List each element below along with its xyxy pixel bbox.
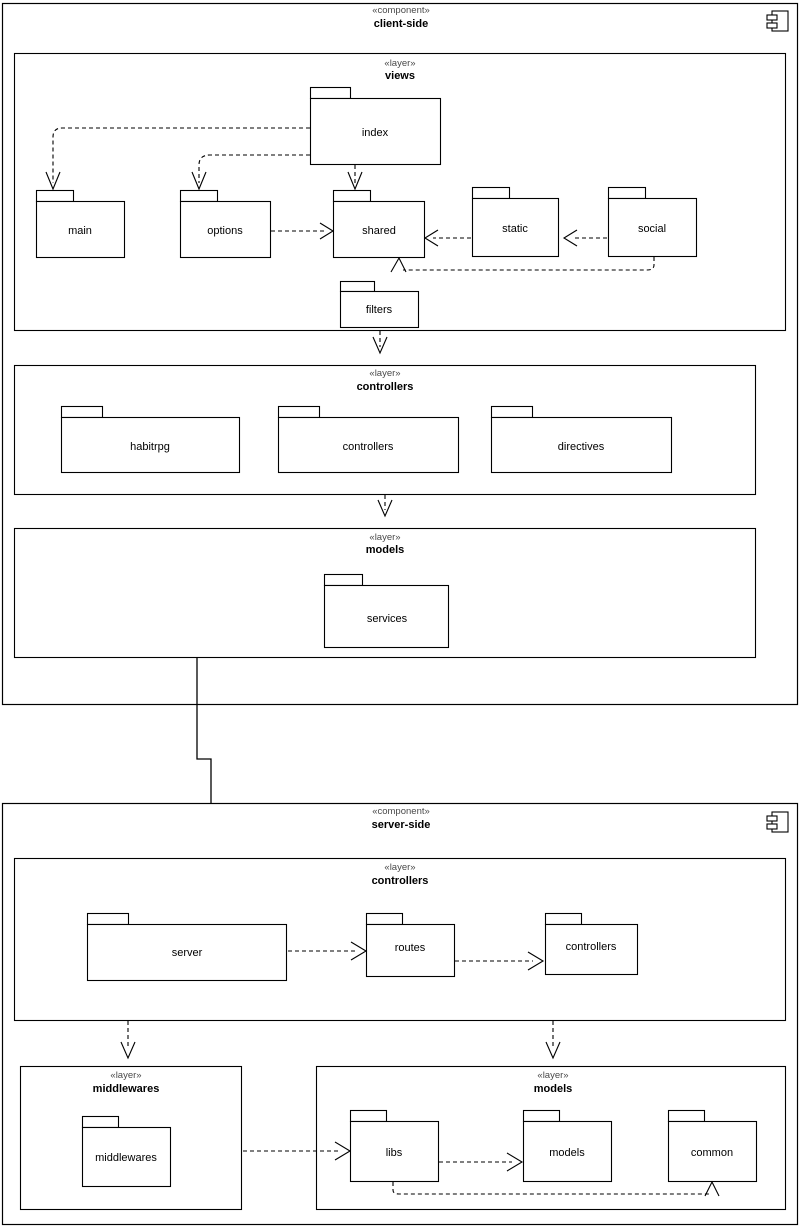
package-services-label: services <box>367 613 408 625</box>
package-social[interactable]: social <box>607 186 698 258</box>
package-middlewares-label: middlewares <box>95 1152 157 1164</box>
dependency-controllers-to-models <box>377 495 393 518</box>
layer-client-models-title: models <box>366 544 405 556</box>
package-habitrpg[interactable]: habitrpg <box>60 405 241 474</box>
layer-client-views-title: views <box>385 70 415 82</box>
dependency-static-to-shared <box>423 229 471 247</box>
layer-client-controllers-title: controllers <box>357 381 414 393</box>
component-client-side-stereotype: «component» <box>372 5 430 16</box>
layer-client-controllers-stereotype: «layer» <box>369 368 400 379</box>
component-client-side-title: client-side <box>374 18 428 30</box>
package-server-controllers-label: controllers <box>566 941 617 953</box>
component-server-side-stereotype: «component» <box>372 806 430 817</box>
layer-client-views[interactable]: «layer» views <box>13 52 787 332</box>
dependency-middlewares-to-libs <box>243 1141 352 1161</box>
dependency-social-to-shared <box>562 229 607 247</box>
dependency-index-to-shared <box>347 165 363 191</box>
dependency-libs-to-common <box>392 1180 720 1197</box>
dependency-server-controllers-to-models <box>545 1021 561 1060</box>
dependency-routes-to-controllers <box>455 951 545 971</box>
package-filters[interactable]: filters <box>339 280 420 329</box>
package-routes-label: routes <box>395 942 426 954</box>
dependency-server-controllers-to-middlewares <box>120 1021 136 1060</box>
package-shared[interactable]: shared <box>332 189 426 259</box>
package-directives[interactable]: directives <box>490 405 673 474</box>
package-index[interactable]: index <box>309 86 442 166</box>
package-server[interactable]: server <box>86 912 288 982</box>
package-filters-label: filters <box>366 304 393 316</box>
component-icon <box>766 10 789 32</box>
layer-server-middlewares-stereotype: «layer» <box>110 1070 141 1081</box>
layer-client-views-stereotype: «layer» <box>384 58 415 69</box>
dependency-index-to-main <box>45 127 310 191</box>
component-server-side-title: server-side <box>372 819 431 831</box>
package-client-controllers-label: controllers <box>343 441 394 453</box>
package-options-label: options <box>207 225 243 237</box>
package-static-label: static <box>502 223 528 235</box>
layer-client-views-box <box>13 52 787 332</box>
package-client-controllers[interactable]: controllers <box>277 405 460 474</box>
layer-server-models-stereotype: «layer» <box>537 1070 568 1081</box>
package-static[interactable]: static <box>471 186 560 258</box>
layer-server-models-title: models <box>534 1083 573 1095</box>
component-icon <box>766 811 789 833</box>
package-directives-label: directives <box>558 441 605 453</box>
package-common[interactable]: common <box>667 1109 758 1183</box>
package-shared-label: shared <box>362 225 396 237</box>
package-options[interactable]: options <box>179 189 272 259</box>
dependency-index-to-options <box>191 154 310 191</box>
dependency-social-to-shared-lower <box>390 256 655 273</box>
layer-server-controllers-title: controllers <box>372 875 429 887</box>
package-libs[interactable]: libs <box>349 1109 440 1183</box>
package-libs-label: libs <box>386 1147 403 1159</box>
dependency-views-to-controllers <box>372 331 388 355</box>
package-server-controllers[interactable]: controllers <box>544 912 639 976</box>
package-server-models[interactable]: models <box>522 1109 613 1183</box>
package-server-label: server <box>172 947 203 959</box>
layer-server-controllers-stereotype: «layer» <box>384 862 415 873</box>
package-services[interactable]: services <box>323 573 450 649</box>
package-habitrpg-label: habitrpg <box>130 441 170 453</box>
package-social-label: social <box>638 223 666 235</box>
dependency-options-to-shared <box>271 222 335 240</box>
dependency-libs-to-models <box>439 1152 524 1172</box>
package-main-label: main <box>68 225 92 237</box>
package-server-models-label: models <box>549 1147 585 1159</box>
dependency-server-to-routes <box>288 941 368 961</box>
package-main[interactable]: main <box>35 189 126 259</box>
layer-server-middlewares-title: middlewares <box>93 1083 160 1095</box>
package-index-label: index <box>362 127 389 139</box>
package-routes[interactable]: routes <box>365 912 456 978</box>
layer-client-models-stereotype: «layer» <box>369 532 400 543</box>
package-middlewares[interactable]: middlewares <box>81 1115 172 1188</box>
package-common-label: common <box>691 1147 733 1159</box>
